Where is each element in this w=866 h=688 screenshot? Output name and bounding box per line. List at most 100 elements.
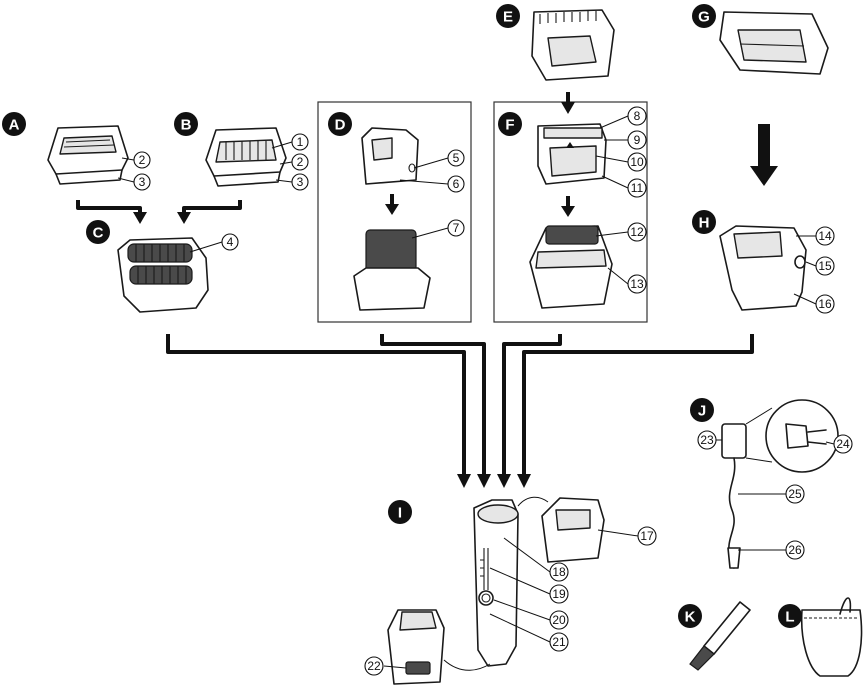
svg-text:7: 7: [453, 221, 460, 235]
svg-text:K: K: [685, 609, 696, 626]
svg-text:1: 1: [297, 135, 304, 149]
svg-text:5: 5: [453, 151, 460, 165]
callout-2-a: 2: [133, 151, 151, 169]
letter-badge-g: G: [692, 4, 716, 28]
svg-text:6: 6: [453, 177, 460, 191]
part-k-brush: [689, 601, 751, 671]
letter-badge-j: J: [690, 398, 714, 422]
svg-text:15: 15: [818, 259, 832, 273]
svg-text:E: E: [503, 9, 513, 26]
callout-23: 23: [697, 430, 717, 450]
part-i-detail-top: [517, 496, 605, 563]
svg-text:H: H: [699, 215, 710, 232]
callout-12: 12: [627, 222, 647, 242]
part-c-head: [117, 237, 209, 313]
svg-text:10: 10: [630, 155, 644, 169]
svg-text:F: F: [505, 117, 514, 134]
callout-26: 26: [785, 540, 805, 560]
callout-10: 10: [627, 152, 647, 172]
svg-text:13: 13: [630, 277, 644, 291]
svg-text:18: 18: [552, 565, 566, 579]
svg-text:22: 22: [367, 659, 381, 673]
letter-badge-d: D: [328, 112, 352, 136]
arrow-g-to-h: [750, 124, 778, 186]
svg-text:L: L: [785, 609, 794, 626]
svg-text:D: D: [335, 117, 346, 134]
arrow-e-to-f: [561, 92, 575, 114]
callout-3-a: 3: [133, 173, 151, 191]
callout-8: 8: [627, 106, 647, 126]
letter-badge-a: A: [2, 112, 26, 136]
svg-text:2: 2: [139, 153, 146, 167]
svg-text:2: 2: [297, 155, 304, 169]
letter-badge-l: L: [778, 604, 802, 628]
letter-badge-f: F: [498, 112, 522, 136]
svg-text:14: 14: [818, 229, 832, 243]
callout-7: 7: [447, 219, 465, 237]
svg-text:21: 21: [552, 635, 566, 649]
svg-text:11: 11: [631, 181, 644, 195]
part-h-cap: [719, 225, 807, 311]
arrow-f-to-i: [497, 334, 562, 488]
callout-1: 1: [291, 133, 309, 151]
letter-badge-k: K: [678, 604, 702, 628]
letter-badge-b: B: [174, 112, 198, 136]
callout-15: 15: [815, 256, 835, 276]
callout-17: 17: [637, 526, 657, 546]
callout-18: 18: [549, 562, 569, 582]
callout-20: 20: [549, 610, 569, 630]
callout-9: 9: [627, 130, 647, 150]
part-e-comb: [531, 9, 615, 81]
callout-14: 14: [815, 226, 835, 246]
svg-text:16: 16: [818, 297, 832, 311]
svg-text:C: C: [93, 225, 104, 242]
svg-text:8: 8: [634, 109, 641, 123]
svg-text:23: 23: [700, 433, 714, 447]
part-i-detail-bottom: [387, 609, 491, 685]
part-f-cap: [537, 123, 607, 185]
arrow-b-to-c: [177, 200, 242, 224]
callout-16: 16: [815, 294, 835, 314]
arrow-d-to-i: [380, 334, 491, 488]
callout-2-b: 2: [291, 153, 309, 171]
svg-text:G: G: [698, 9, 710, 26]
svg-text:3: 3: [297, 175, 304, 189]
svg-text:3: 3: [139, 175, 146, 189]
part-d-head: [353, 229, 431, 311]
part-a-cap: [47, 125, 129, 185]
arrow-c-to-i: [166, 334, 471, 488]
arrow-d-down: [385, 194, 399, 215]
arrow-h-to-i: [517, 334, 754, 488]
callout-5: 5: [447, 149, 465, 167]
part-l-pouch: [800, 597, 863, 677]
letter-badge-h: H: [692, 210, 716, 234]
part-g-cap: [719, 11, 829, 75]
frame-d: [317, 101, 472, 323]
svg-text:26: 26: [788, 543, 802, 557]
callout-4: 4: [221, 233, 239, 251]
svg-text:I: I: [398, 505, 402, 522]
callout-21: 21: [549, 632, 569, 652]
svg-text:20: 20: [552, 613, 566, 627]
svg-text:A: A: [9, 117, 20, 134]
svg-text:25: 25: [788, 487, 802, 501]
svg-text:12: 12: [630, 225, 644, 239]
part-f-head: [529, 225, 613, 309]
arrow-f-down: [561, 196, 575, 217]
svg-text:17: 17: [640, 529, 654, 543]
svg-text:J: J: [698, 403, 706, 420]
callout-25: 25: [785, 484, 805, 504]
callout-13: 13: [627, 274, 647, 294]
arrow-a-to-c: [76, 200, 147, 224]
callout-22: 22: [364, 656, 384, 676]
callout-6: 6: [447, 175, 465, 193]
callout-19: 19: [549, 584, 569, 604]
svg-text:24: 24: [836, 437, 850, 451]
svg-text:4: 4: [227, 235, 234, 249]
callout-3-b: 3: [291, 173, 309, 191]
letter-badge-c: C: [86, 220, 110, 244]
part-j-adapter: [721, 399, 839, 569]
part-b-cap: [205, 127, 287, 187]
